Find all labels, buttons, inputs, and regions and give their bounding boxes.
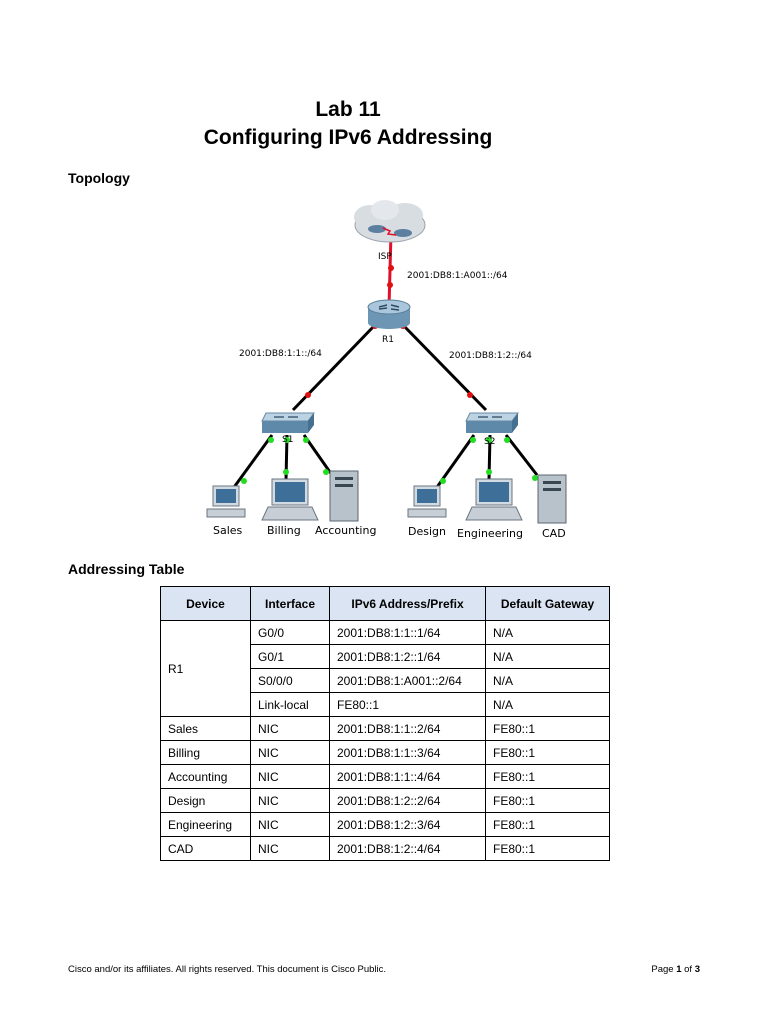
s1-accounting-link [302,434,334,476]
gateway-cell: FE80::1 [485,764,610,789]
interface-cell: NIC [250,788,330,813]
address-cell: 2001:DB8:1:A001::2/64 [329,668,486,693]
col-header-default-gateway: Default Gateway [485,586,610,621]
sales-label: Sales [213,524,243,537]
address-cell: 2001:DB8:1:1::4/64 [329,764,486,789]
device-cell: Design [160,788,251,813]
sales-pc-icon [206,485,246,518]
page-total: 3 [694,964,700,975]
device-cell: Engineering [160,812,251,837]
switch-s1-icon [261,412,315,433]
col-header-device: Device [160,586,251,621]
gateway-cell: N/A [485,668,610,693]
design-pc-icon [407,485,447,518]
footer-page-number: Page 1 of 3 [651,964,700,975]
billing-label: Billing [267,524,301,537]
page-prefix: Page [651,964,677,975]
interface-cell: Link-local [250,692,330,717]
interface-cell: NIC [250,812,330,837]
r1-label: R1 [382,335,394,345]
col-header-interface: Interface [250,586,330,621]
accounting-label: Accounting [315,524,376,537]
topology-heading: Topology [68,170,130,186]
isp-cloud-icon [354,200,426,243]
left-network-label: 2001:DB8:1:1::/64 [239,349,322,359]
page-current: 1 [676,964,682,975]
interface-cell: G0/1 [250,644,330,669]
accounting-server-icon [329,470,359,522]
address-cell: 2001:DB8:1:1::1/64 [329,620,486,645]
device-cell: Accounting [160,764,251,789]
interface-cell: NIC [250,764,330,789]
cad-label: CAD [542,527,566,540]
r1-s2-link [401,323,488,412]
s1-sales-link [230,434,274,491]
page-of: of [681,964,695,975]
gateway-cell: FE80::1 [485,812,610,837]
table-row: Billing NIC 2001:DB8:1:1::3/64 FE80::1 [160,740,610,765]
interface-cell: S0/0/0 [250,668,330,693]
document-title: Lab 11 [315,98,381,121]
gateway-cell: N/A [485,644,610,669]
interface-cell: G0/0 [250,620,330,645]
topology-diagram: ISP 2001:DB8:1:A001::/64 R1 2001:DB8:1:1… [206,200,567,540]
device-cell: Sales [160,716,251,741]
gateway-cell: N/A [485,692,610,717]
table-row: CAD NIC 2001:DB8:1:2::4/64 FE80::1 [160,836,610,861]
table-header-row: Device Interface IPv6 Address/Prefix Def… [160,586,610,621]
gateway-cell: FE80::1 [485,716,610,741]
right-network-label: 2001:DB8:1:2::/64 [449,351,532,361]
device-cell: CAD [160,836,251,861]
table-row: Design NIC 2001:DB8:1:2::2/64 FE80::1 [160,788,610,813]
footer-copyright: Cisco and/or its affiliates. All rights … [68,964,387,975]
interface-cell: NIC [250,716,330,741]
gateway-cell: N/A [485,620,610,645]
design-label: Design [408,525,446,538]
addressing-table: Device Interface IPv6 Address/Prefix Def… [160,586,610,861]
table-row: Engineering NIC 2001:DB8:1:2::3/64 FE80:… [160,812,610,837]
isp-link-label: 2001:DB8:1:A001::/64 [407,271,508,281]
device-cell: Billing [160,740,251,765]
cad-server-icon [537,474,567,524]
r1-s1-link [291,323,377,412]
s2-label: S2 [484,437,495,447]
router-r1-icon [367,299,411,329]
table-row: Accounting NIC 2001:DB8:1:1::4/64 FE80::… [160,764,610,789]
address-cell: 2001:DB8:1:2::3/64 [329,812,486,837]
engineering-laptop-icon [465,478,523,521]
device-cell: R1 [160,620,251,717]
interface-cell: NIC [250,740,330,765]
addressing-table-heading: Addressing Table [68,561,185,577]
address-cell: 2001:DB8:1:2::4/64 [329,836,486,861]
gateway-cell: FE80::1 [485,836,610,861]
table-row: R1 G0/0 2001:DB8:1:1::1/64 N/A [160,620,610,717]
switch-s2-icon [465,412,519,433]
address-cell: 2001:DB8:1:2::2/64 [329,788,486,813]
table-row: Sales NIC 2001:DB8:1:1::2/64 FE80::1 [160,716,610,741]
address-cell: 2001:DB8:1:1::2/64 [329,716,486,741]
address-cell: 2001:DB8:1:2::1/64 [329,644,486,669]
address-cell: FE80::1 [329,692,486,717]
s2-cad-link [504,434,539,476]
engineering-label: Engineering [457,527,523,540]
isp-label: ISP [378,252,392,262]
billing-laptop-icon [261,478,319,521]
document-subtitle: Configuring IPv6 Addressing [203,126,493,149]
gateway-cell: FE80::1 [485,740,610,765]
col-header-ipv6-address: IPv6 Address/Prefix [329,586,486,621]
gateway-cell: FE80::1 [485,788,610,813]
s1-label: S1 [282,435,293,445]
interface-cell: NIC [250,836,330,861]
address-cell: 2001:DB8:1:1::3/64 [329,740,486,765]
